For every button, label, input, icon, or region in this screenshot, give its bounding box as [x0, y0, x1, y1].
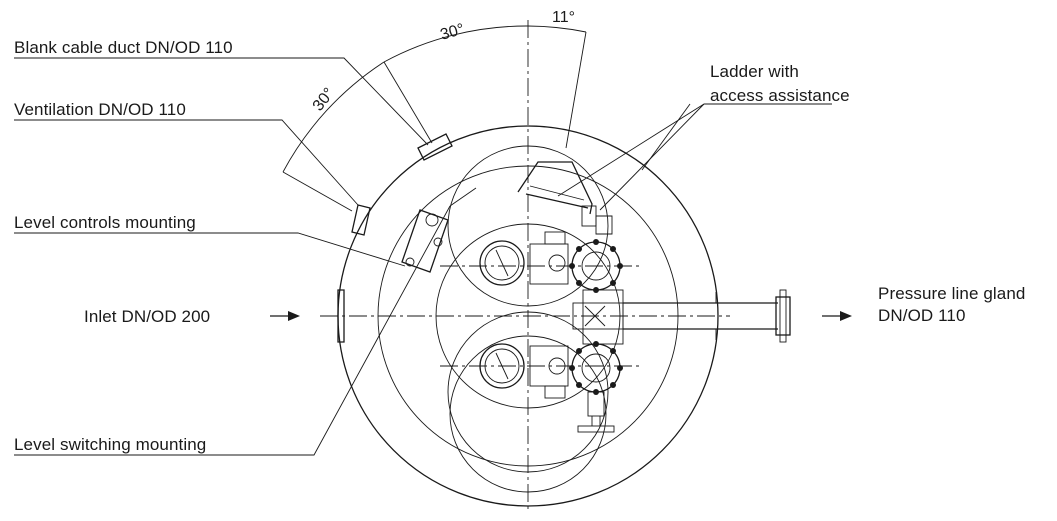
angle-label-11: 11°	[552, 9, 575, 26]
label-ladder-line2: access assistance	[710, 86, 850, 105]
pump-lower	[479, 341, 623, 399]
shell-nozzles	[337, 133, 453, 343]
label-ventilation: Ventilation DN/OD 110	[14, 100, 186, 119]
label-blank-cable-duct: Blank cable duct DN/OD 110	[14, 38, 233, 57]
label-level-switching: Level switching mounting	[14, 435, 207, 454]
angle-dimensions: 30° 30° 11°	[282, 9, 587, 212]
pressure-pipe	[572, 289, 791, 345]
label-ladder-line1: Ladder with	[710, 62, 799, 81]
ladder	[517, 161, 613, 235]
center-lines	[320, 20, 730, 512]
pump-circles	[447, 145, 609, 493]
level-switch-unit	[577, 391, 615, 433]
label-pressure-line2: DN/OD 110	[878, 306, 966, 325]
label-level-controls: Level controls mounting	[14, 213, 196, 232]
angle-label-30-left: 30°	[310, 85, 338, 115]
level-controls-bracket	[401, 187, 477, 273]
pump-upper	[479, 231, 623, 293]
label-inlet: Inlet DN/OD 200	[84, 307, 211, 326]
flow-arrows	[270, 311, 852, 321]
angle-label-30-top: 30°	[438, 21, 466, 44]
label-pressure-line1: Pressure line gland	[878, 284, 1026, 303]
leader-lines	[14, 57, 832, 456]
